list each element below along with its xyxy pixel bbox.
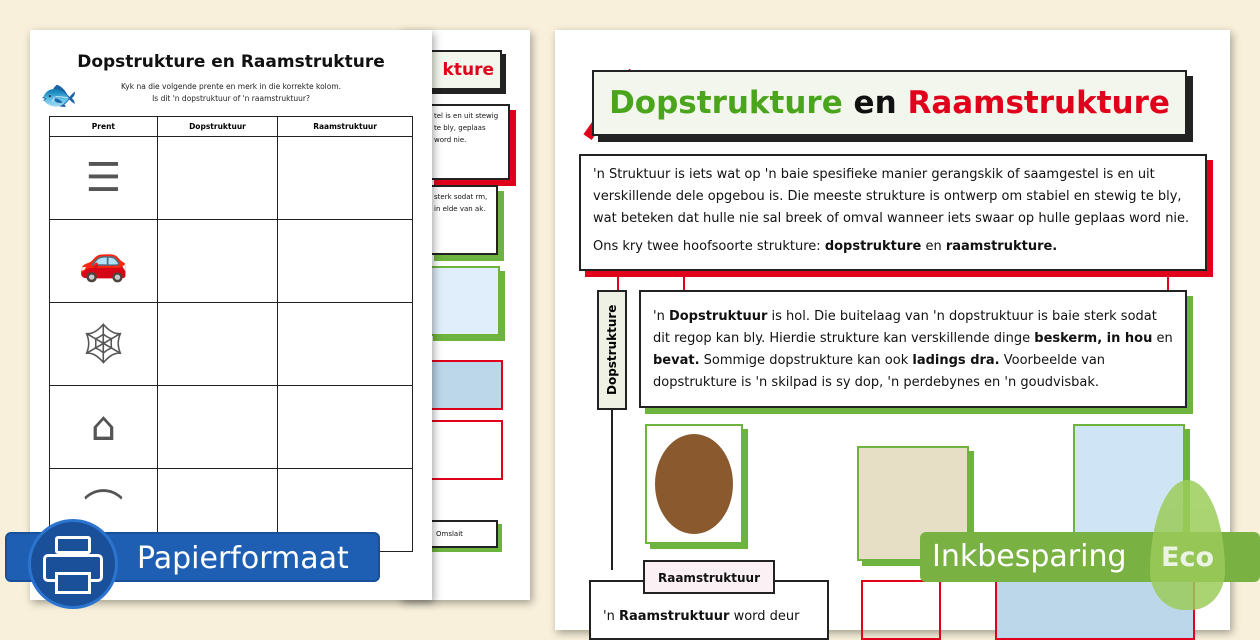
tortoise-shell-image: [645, 424, 743, 544]
instruction: Is dit 'n dopstruktuur of 'n raamstruktu…: [152, 94, 310, 103]
worker-image: [428, 420, 503, 480]
back-label: Omslait: [428, 520, 498, 548]
intro-text-2: Ons kry twee hoofsoorte strukture: dopst…: [593, 239, 1058, 254]
checkbox-cell[interactable]: [156, 136, 279, 220]
dop-text-box: 'n Dopstruktuur is hol. Die buitelaag va…: [639, 290, 1187, 408]
ribcage-image: ☰: [85, 155, 122, 201]
checkbox-cell[interactable]: [277, 219, 413, 303]
spider-web-image: 🕸: [78, 321, 129, 367]
goldfish-image: [428, 266, 500, 336]
title-part: Dopstrukture: [609, 85, 843, 121]
table-row: 🕸: [49, 302, 413, 386]
shed-image: ⌂: [90, 404, 117, 450]
table-row: 🚗: [49, 219, 413, 303]
intro-box: 'n Struktuur is iets wat op 'n baie spes…: [579, 154, 1207, 271]
worksheet-title: Dopstrukture en Raamstrukture: [77, 52, 385, 72]
worksheet-table: Prent Dopstruktuur Raamstruktuur ☰ 🚗 🕸 ⌂…: [49, 116, 413, 552]
instruction: Kyk na die volgende prente en merk in di…: [120, 82, 342, 91]
printer-icon: [28, 519, 118, 609]
column-header: Raamstruktuur: [277, 116, 413, 137]
pylon-image: [861, 580, 941, 640]
crane-image: [428, 360, 503, 410]
goldfish-icon: 🐟: [40, 78, 78, 113]
table-row: ⌂: [49, 385, 413, 469]
checkbox-cell[interactable]: [277, 136, 413, 220]
poster-title: Dopstrukture en Raamstrukture: [592, 70, 1187, 136]
title-part: Raamstrukture: [907, 85, 1170, 121]
checkbox-cell[interactable]: [156, 302, 279, 386]
raam-label: Raamstruktuur: [643, 560, 775, 594]
column-header: Prent: [49, 116, 158, 137]
car-image: 🚗: [78, 238, 129, 284]
checkbox-cell[interactable]: [277, 385, 413, 469]
checkbox-cell[interactable]: [156, 385, 279, 469]
intro-text: 'n Struktuur is iets wat op 'n baie spes…: [593, 167, 1190, 226]
checkbox-cell[interactable]: [156, 219, 279, 303]
checkbox-cell[interactable]: [277, 302, 413, 386]
back-text-2: sterk sodat rm, in elde van ak.: [428, 185, 498, 255]
column-header: Dopstruktuur: [156, 116, 279, 137]
table-row: ☰: [49, 136, 413, 220]
back-text: tel is en uit stewig te bly, geplaas wor…: [428, 104, 510, 180]
worksheet: Dopstrukture en Raamstrukture Kyk na die…: [30, 30, 432, 600]
title-part: en: [853, 85, 897, 121]
dop-label: Dopstrukture: [597, 290, 627, 410]
